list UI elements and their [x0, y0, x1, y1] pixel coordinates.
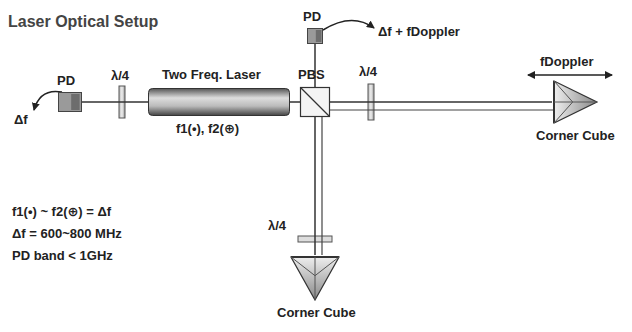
- pbs-shape: [300, 87, 330, 117]
- laser-beam: [290, 101, 300, 103]
- laser-beam: [330, 101, 552, 103]
- annotation-label: Δf: [14, 112, 28, 128]
- annotation-label: λ/4: [268, 218, 286, 234]
- component-label: Corner Cube: [536, 128, 615, 144]
- annotation-label: f1(•) ~ f2(⊕) = Δf: [12, 204, 111, 220]
- laser-tube: Two Freq. Laser: [148, 88, 290, 116]
- laser-beam: [314, 117, 316, 255]
- pd-shape: [58, 92, 82, 112]
- annotation-label: λ/4: [359, 64, 377, 80]
- cubeD-shape: [290, 255, 340, 301]
- photodetector: PD: [58, 92, 82, 112]
- laser-beam: [82, 101, 148, 103]
- beam-splitter: PBS: [300, 87, 330, 117]
- component-label: Corner Cube: [277, 305, 356, 321]
- signal-arrow: [323, 20, 374, 30]
- annotation-label: Δf + fDoppler: [378, 24, 460, 40]
- return-beam: [330, 109, 555, 110]
- corner-cube: Corner Cube: [552, 80, 598, 124]
- pd-shape: [307, 28, 323, 44]
- annotation-label: f1(•), f2(⊕): [176, 121, 239, 137]
- component-label: PD: [57, 73, 75, 89]
- cubeR-shape: [552, 80, 598, 124]
- annotation-label: fDoppler: [540, 54, 593, 70]
- annotation-label: λ/4: [111, 68, 129, 84]
- annotation-label: Δf = 600~800 MHz: [12, 226, 122, 242]
- corner-cube: Corner Cube: [290, 255, 340, 301]
- signal-arrow: [34, 91, 62, 110]
- component-label: PD: [303, 9, 321, 25]
- component-label: PBS: [298, 67, 325, 83]
- annotation-label: PD band < 1GHz: [12, 248, 113, 264]
- motion-arrow: [528, 74, 612, 76]
- component-label: Two Freq. Laser: [162, 67, 261, 83]
- photodetector: PD: [307, 28, 323, 44]
- return-beam: [321, 117, 322, 255]
- laser-shape: [148, 88, 290, 116]
- diagram-title: Laser Optical Setup: [8, 12, 158, 31]
